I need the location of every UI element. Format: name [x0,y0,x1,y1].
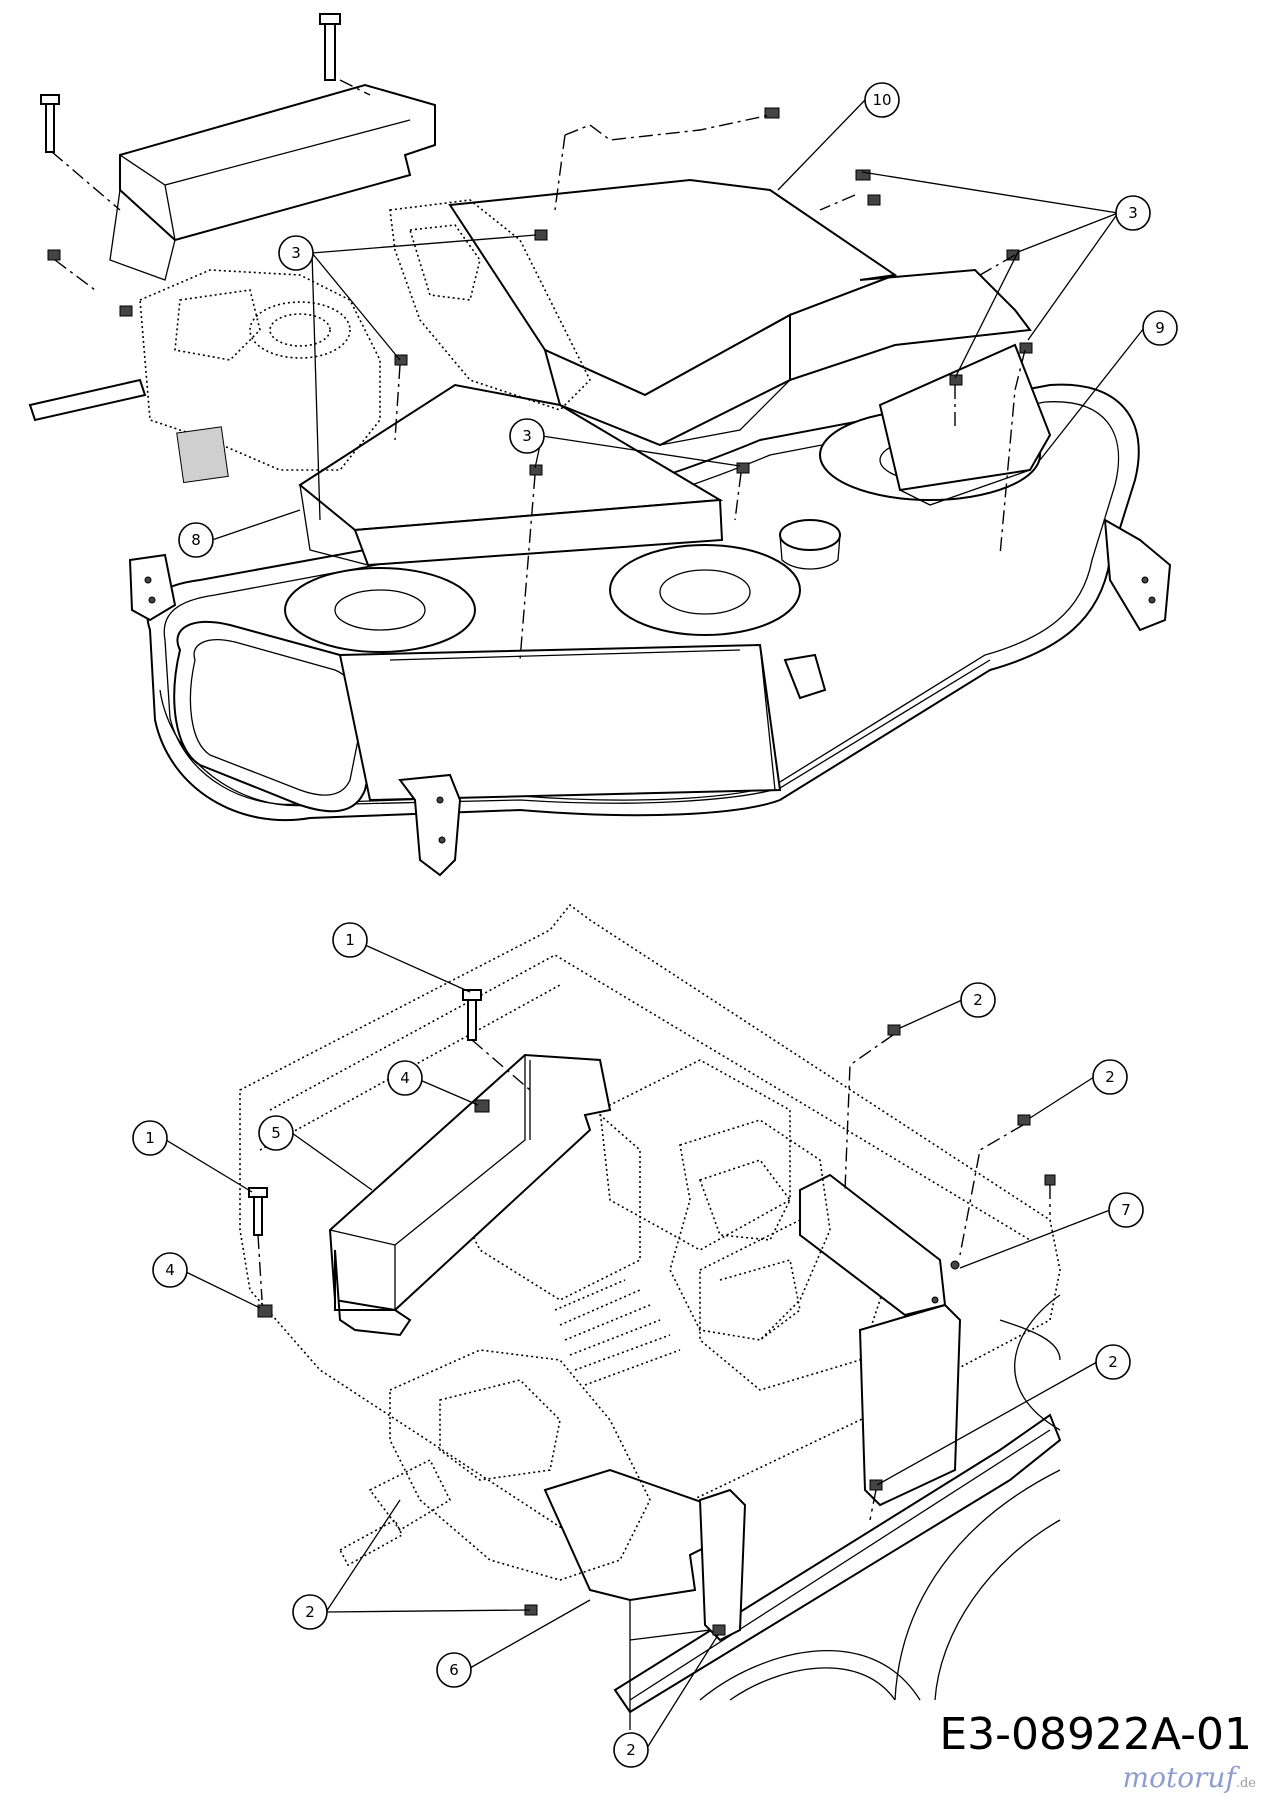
svg-text:3: 3 [1128,204,1138,222]
belt-shield-top [119,83,436,242]
callout-6: 6 [436,1652,472,1688]
left-pulley-well [284,567,476,653]
watermark-text: motoruf [1122,1761,1236,1794]
heat-shield-top [328,1053,612,1312]
drawing-code: E3-08922A-01 [939,1709,1252,1760]
lower-axle-shaft [338,1518,404,1567]
right-shield-plate [858,1303,962,1507]
svg-text:3: 3 [522,427,532,445]
svg-text:2: 2 [1108,1353,1118,1371]
upper-assembly [28,13,1172,877]
front-hanger-bracket [398,773,462,877]
callout-2-b: 2 [1092,1059,1128,1095]
hex-screws-upper [47,107,1033,476]
svg-text:8: 8 [191,531,201,549]
deck-cap [779,519,841,551]
callout-7: 7 [1108,1192,1144,1228]
watermark-logo: motoruf.de [1123,1761,1256,1794]
deck-front-panel [338,643,782,802]
center-pulley-well [609,544,801,636]
bolt-lower-2 [248,1187,268,1236]
pulley-cover-left-top [298,383,724,532]
svg-text:5: 5 [271,1124,281,1142]
svg-text:4: 4 [400,1069,410,1087]
callout-1-left: 1 [132,1120,168,1156]
svg-text:2: 2 [973,991,983,1009]
callout-2-d: 2 [292,1594,328,1630]
svg-text:1: 1 [345,931,355,949]
svg-text:1: 1 [145,1129,155,1147]
right-rear-bracket [1103,518,1172,632]
left-front-bracket [128,553,177,622]
svg-text:4: 4 [165,1261,175,1279]
bolt-lower-1 [462,989,482,1041]
svg-text:6: 6 [449,1661,459,1679]
center-hanger-bracket [783,653,827,700]
callout-2-e: 2 [613,1732,649,1768]
side-plate [698,1488,747,1642]
right-shield-bracket [799,1173,947,1317]
callout-2-a: 2 [960,982,996,1018]
pulley-cover-left-front [353,498,724,567]
svg-text:10: 10 [872,91,891,109]
svg-text:9: 9 [1155,319,1165,337]
callout-4-upper: 4 [387,1060,423,1096]
axle-shaft [28,378,147,422]
belt-cover-step [789,268,1032,382]
lower-assembly [239,903,1062,1730]
watermark-tld: .de [1235,1776,1256,1791]
svg-text:3: 3 [291,244,301,262]
frame-plate [239,903,1061,1541]
chute-guard-right [878,343,1052,492]
svg-text:2: 2 [305,1603,315,1621]
deck-lower-arc [999,1319,1061,1361]
heat-shield-front [334,1249,412,1337]
transmission-housing [139,269,381,471]
callout-4-left: 4 [152,1252,188,1288]
callout-9: 9 [1142,310,1178,346]
callout-3-left: 3 [278,235,314,271]
bolt-upper-1 [319,13,341,81]
callouts: 10 3 3 3 9 8 1 2 2 4 5 [132,82,1178,1768]
frame-slots [554,1279,681,1386]
chute-opening [173,620,380,813]
callout-3-right: 3 [1115,195,1151,231]
bolt-upper-2 [40,94,60,153]
callout-2-c: 2 [1095,1344,1131,1380]
chute-inner [189,639,362,796]
callout-1-top: 1 [332,922,368,958]
callout-3-middle: 3 [509,418,545,454]
callout-8: 8 [178,522,214,558]
svg-text:7: 7 [1121,1201,1131,1219]
callout-5: 5 [258,1115,294,1151]
svg-text:2: 2 [1105,1068,1115,1086]
svg-text:2: 2 [626,1741,636,1759]
callout-10: 10 [864,82,900,118]
control-plate [176,426,229,484]
